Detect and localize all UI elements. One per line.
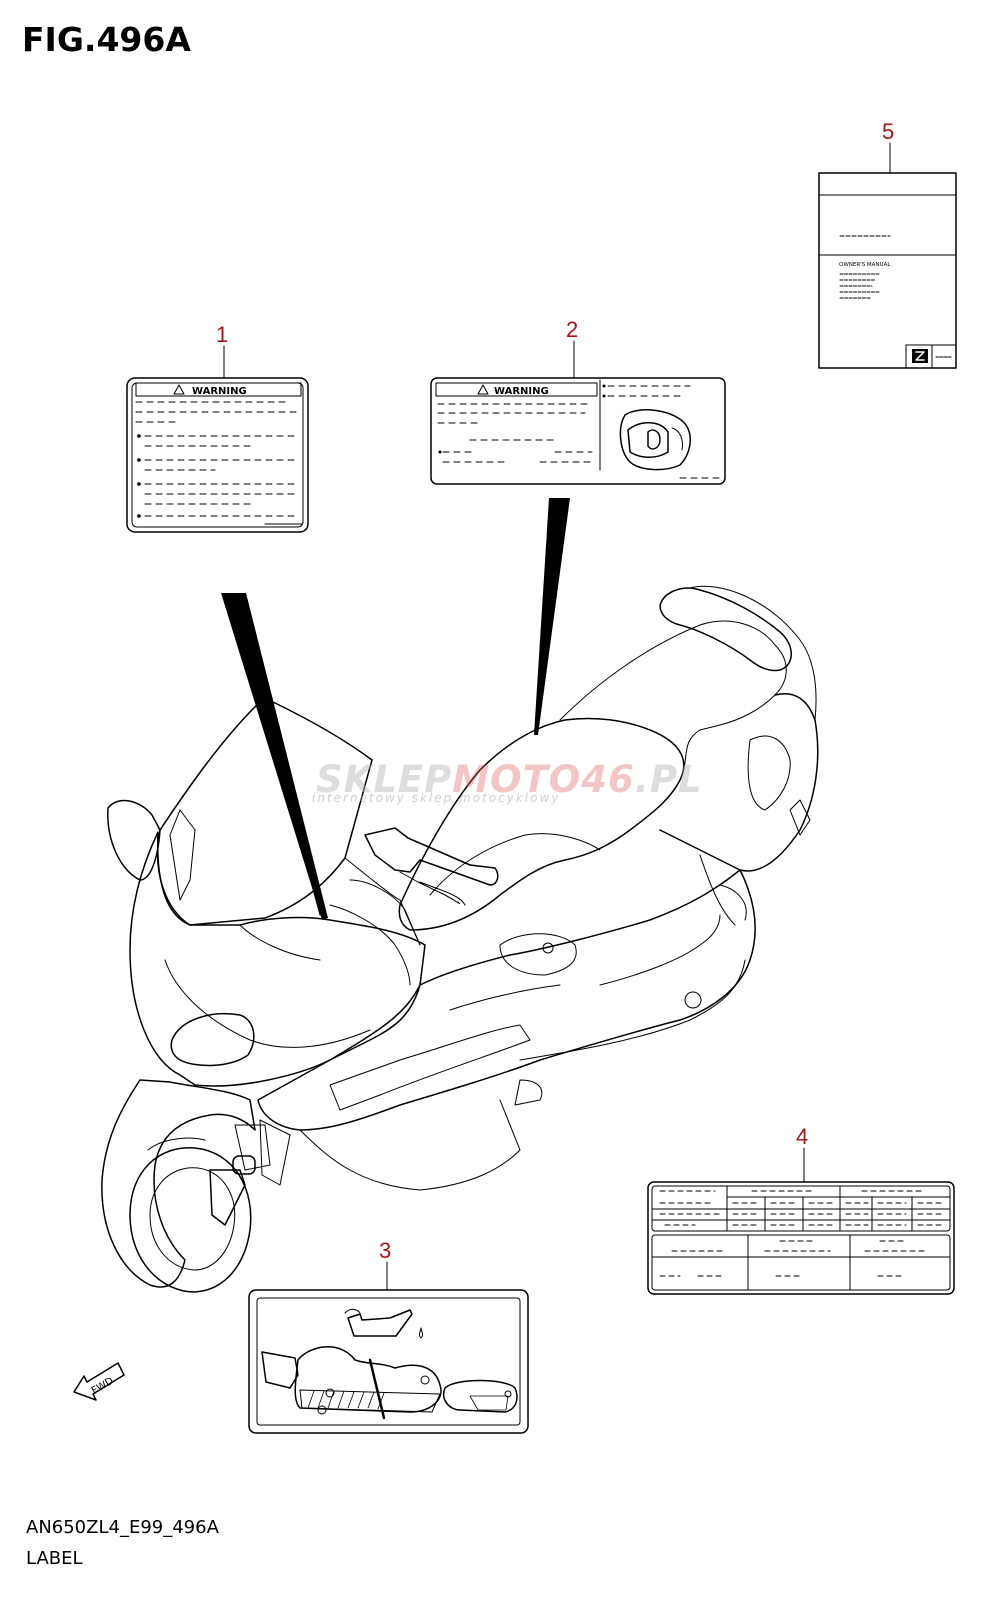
callout-2: 2: [566, 317, 579, 342]
owners-manual-text: OWNER'S MANUAL: [839, 262, 891, 268]
label-3-oil: [248, 1289, 529, 1434]
figure-code: AN650ZL4_E99_496A: [26, 1517, 219, 1538]
label-5-owners-manual: OWNER'S MANUAL: [818, 172, 957, 369]
label-2-warning: WARNING: [430, 377, 726, 485]
leader-lines: [223, 142, 891, 1291]
callout-4: 4: [796, 1124, 809, 1149]
pointer-wedges: [221, 498, 570, 920]
watermark-part-3: .PL: [634, 758, 703, 801]
watermark: SKLEPMOTO46.PL: [316, 758, 703, 801]
watermark-subtitle: internetowy sklep motocyklowy: [312, 791, 561, 805]
label-2-warning-text: WARNING: [494, 386, 549, 397]
label-1-warning: WARNING: [126, 377, 309, 533]
watermark-part-1: SKLEP: [316, 758, 453, 801]
fwd-arrow: FWD: [73, 1362, 125, 1401]
label-1-warning-text: WARNING: [192, 386, 247, 397]
fwd-text: FWD: [90, 1376, 116, 1397]
watermark-part-2: MOTO46: [452, 758, 635, 801]
scooter-illustration: [101, 585, 819, 1293]
figure-title: FIG.496A: [22, 20, 191, 59]
callout-3: 3: [379, 1238, 392, 1263]
figure-name: LABEL: [26, 1548, 83, 1569]
callout-5: 5: [882, 119, 895, 144]
callout-1: 1: [216, 322, 229, 347]
label-4-table: [647, 1181, 955, 1295]
